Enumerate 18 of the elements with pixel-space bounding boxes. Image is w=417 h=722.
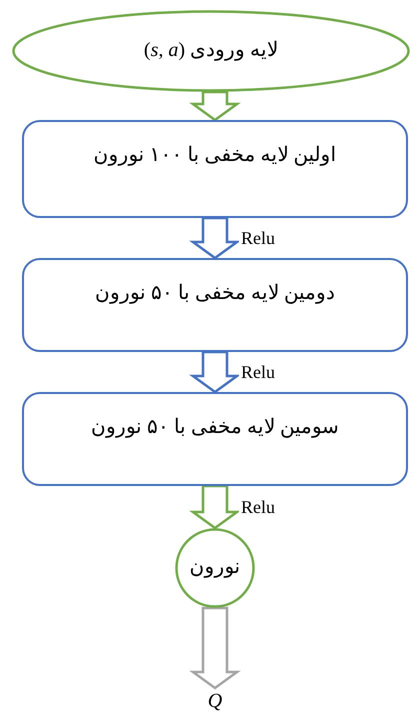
node-label: نورون (190, 555, 240, 580)
node-label: سومین لایه مخفی با ۵۰ نورون (91, 415, 339, 440)
edge-label: Relu (239, 498, 277, 516)
neuron-circle (175, 528, 255, 608)
layer-box (22, 258, 408, 352)
block-arrow (189, 484, 241, 530)
block-arrow (189, 216, 241, 260)
output-label: Q (208, 691, 222, 711)
layer-box (22, 392, 408, 486)
layer-box (22, 120, 408, 218)
edge-label: Relu (239, 229, 277, 247)
block-arrow (189, 90, 241, 122)
node-label: دومین لایه مخفی با ۵۰ نورون (95, 281, 335, 306)
block-arrow (189, 350, 241, 394)
input-ellipse (12, 10, 410, 92)
edge-label: Relu (239, 363, 277, 381)
node-label: اولین لایه مخفی با ۱۰۰ نورون (94, 143, 336, 168)
block-arrow (189, 606, 241, 690)
